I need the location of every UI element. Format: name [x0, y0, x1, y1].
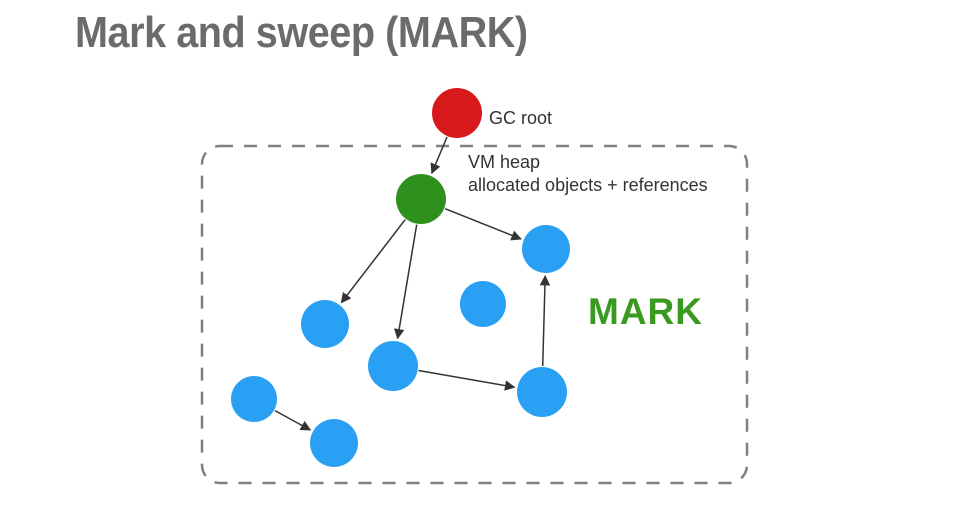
- reference-arrow-obj-5-to-obj-1: [539, 274, 551, 367]
- page-title: Mark and sweep (MARK): [75, 8, 528, 57]
- reference-arrow-heap-root-to-obj-4: [393, 224, 418, 340]
- node-obj-3: [301, 300, 349, 348]
- vm-heap-label-line2: allocated objects + references: [468, 175, 708, 195]
- node-obj-2: [460, 281, 506, 327]
- edges-layer: [274, 136, 551, 431]
- reference-arrow-heap-root-to-obj-1: [444, 208, 522, 241]
- node-obj-7: [310, 419, 358, 467]
- node-obj-6: [231, 376, 277, 422]
- node-obj-5: [517, 367, 567, 417]
- reference-arrow-obj-6-to-obj-7: [274, 409, 312, 431]
- reference-arrow-gc-root-to-heap-root: [430, 136, 448, 175]
- reference-arrow-obj-4-to-obj-5: [418, 369, 516, 391]
- node-gc-root: [432, 88, 482, 138]
- mark-phase-label: MARK: [588, 291, 703, 332]
- nodes-layer: [231, 88, 570, 467]
- node-obj-1: [522, 225, 570, 273]
- node-obj-4: [368, 341, 418, 391]
- reference-arrow-heap-root-to-obj-3: [340, 219, 406, 304]
- vm-heap-label-line1: VM heap: [468, 152, 540, 172]
- gc-root-label: GC root: [489, 108, 552, 128]
- node-heap-root: [396, 174, 446, 224]
